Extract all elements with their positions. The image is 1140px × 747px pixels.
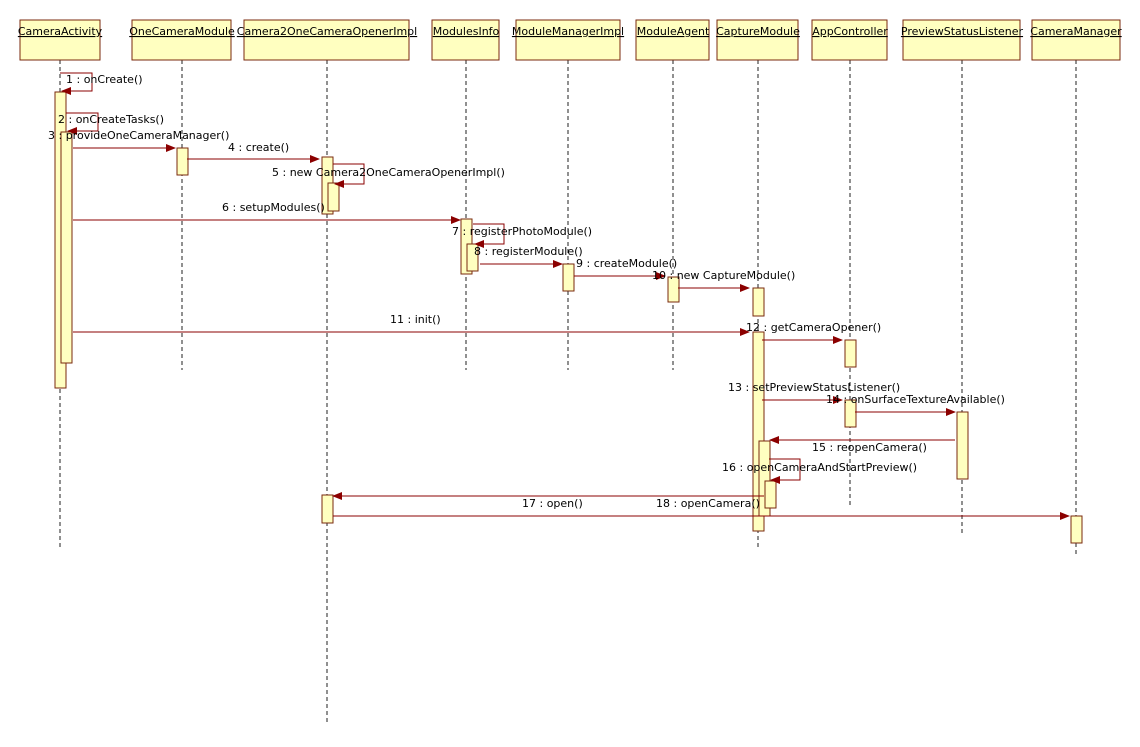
activation-bar bbox=[752, 287, 765, 317]
activation-bar bbox=[844, 339, 857, 368]
participant-name: CameraManager bbox=[1030, 25, 1122, 38]
participant-box bbox=[515, 19, 621, 61]
participant-box bbox=[1031, 19, 1121, 61]
message-label-12: 12 : getCameraOpener() bbox=[746, 321, 881, 334]
activation-bar bbox=[956, 411, 969, 480]
participant-p8[interactable]: PreviewStatusListener bbox=[901, 19, 1024, 61]
participant-name: ModuleManagerImpl bbox=[512, 25, 624, 38]
participant-name: Camera2OneCameraOpenerImpl bbox=[237, 25, 417, 38]
participant-box bbox=[243, 19, 410, 61]
activation-bar bbox=[667, 276, 680, 303]
participant-p7[interactable]: AppController bbox=[811, 19, 888, 61]
message-label-2: 2 : onCreateTasks() bbox=[58, 113, 164, 126]
message-label-4: 4 : create() bbox=[228, 141, 289, 154]
message-label-10: 10 : new CaptureModule() bbox=[652, 269, 795, 282]
participant-name: OneCameraModule bbox=[129, 25, 235, 38]
participant-name: CaptureModule bbox=[716, 25, 800, 38]
participant-box bbox=[19, 19, 101, 61]
message-label-13: 13 : setPreviewStatusListener() bbox=[728, 381, 900, 394]
message-arrow-16[interactable] bbox=[769, 458, 801, 484]
participant-name: ModuleAgent bbox=[637, 25, 710, 38]
participant-box bbox=[431, 19, 500, 61]
message-label-18: 18 : openCamera() bbox=[656, 497, 760, 510]
participant-box bbox=[902, 19, 1021, 61]
activation-bar bbox=[466, 243, 479, 272]
participant-name: PreviewStatusListener bbox=[901, 25, 1024, 38]
participant-p4[interactable]: ModuleManagerImpl bbox=[512, 19, 624, 61]
participant-p5[interactable]: ModuleAgent bbox=[635, 19, 710, 61]
activation-bar bbox=[764, 480, 777, 509]
participant-p2[interactable]: Camera2OneCameraOpenerImpl bbox=[237, 19, 417, 61]
participant-box bbox=[716, 19, 799, 61]
message-label-9: 9 : createModule() bbox=[576, 257, 677, 270]
participant-p0[interactable]: CameraActivity bbox=[18, 19, 103, 61]
participant-name: ModulesInfo bbox=[433, 25, 500, 38]
activation-bar bbox=[327, 182, 340, 212]
message-arrow-5[interactable] bbox=[333, 163, 365, 188]
message-label-7: 7 : registerPhotoModule() bbox=[452, 225, 592, 238]
message-label-3: 3 : provideOneCameraManager() bbox=[48, 129, 229, 142]
message-arrow-1[interactable] bbox=[60, 72, 93, 95]
message-label-17: 17 : open() bbox=[522, 497, 583, 510]
participant-p3[interactable]: ModulesInfo bbox=[431, 19, 500, 61]
message-label-5: 5 : new Camera2OneCameraOpenerImpl() bbox=[272, 166, 505, 179]
message-label-6: 6 : setupModules() bbox=[222, 201, 325, 214]
activation-bar bbox=[562, 263, 575, 292]
activation-bar bbox=[1070, 515, 1083, 544]
message-label-14: 14 : onSurfaceTextureAvailable() bbox=[826, 393, 1005, 406]
participant-box bbox=[635, 19, 710, 61]
participant-name: CameraActivity bbox=[18, 25, 103, 38]
participant-box bbox=[131, 19, 232, 61]
message-label-16: 16 : openCameraAndStartPreview() bbox=[722, 461, 917, 474]
participant-name: AppController bbox=[812, 25, 888, 38]
message-arrow-7[interactable] bbox=[473, 223, 505, 248]
activation-bar bbox=[176, 147, 189, 176]
activation-bar bbox=[752, 331, 765, 532]
message-label-1: 1 : onCreate() bbox=[66, 73, 143, 86]
message-label-15: 15 : reopenCamera() bbox=[812, 441, 927, 454]
message-arrow-2[interactable] bbox=[66, 112, 99, 135]
activation-bar bbox=[844, 399, 857, 428]
participant-p1[interactable]: OneCameraModule bbox=[129, 19, 235, 61]
participant-p6[interactable]: CaptureModule bbox=[716, 19, 800, 61]
activation-bar bbox=[321, 494, 334, 524]
participant-box bbox=[811, 19, 888, 61]
message-label-11: 11 : init() bbox=[390, 313, 441, 326]
message-label-8: 8 : registerModule() bbox=[474, 245, 583, 258]
activation-bar bbox=[60, 131, 73, 364]
participant-p9[interactable]: CameraManager bbox=[1030, 19, 1122, 61]
